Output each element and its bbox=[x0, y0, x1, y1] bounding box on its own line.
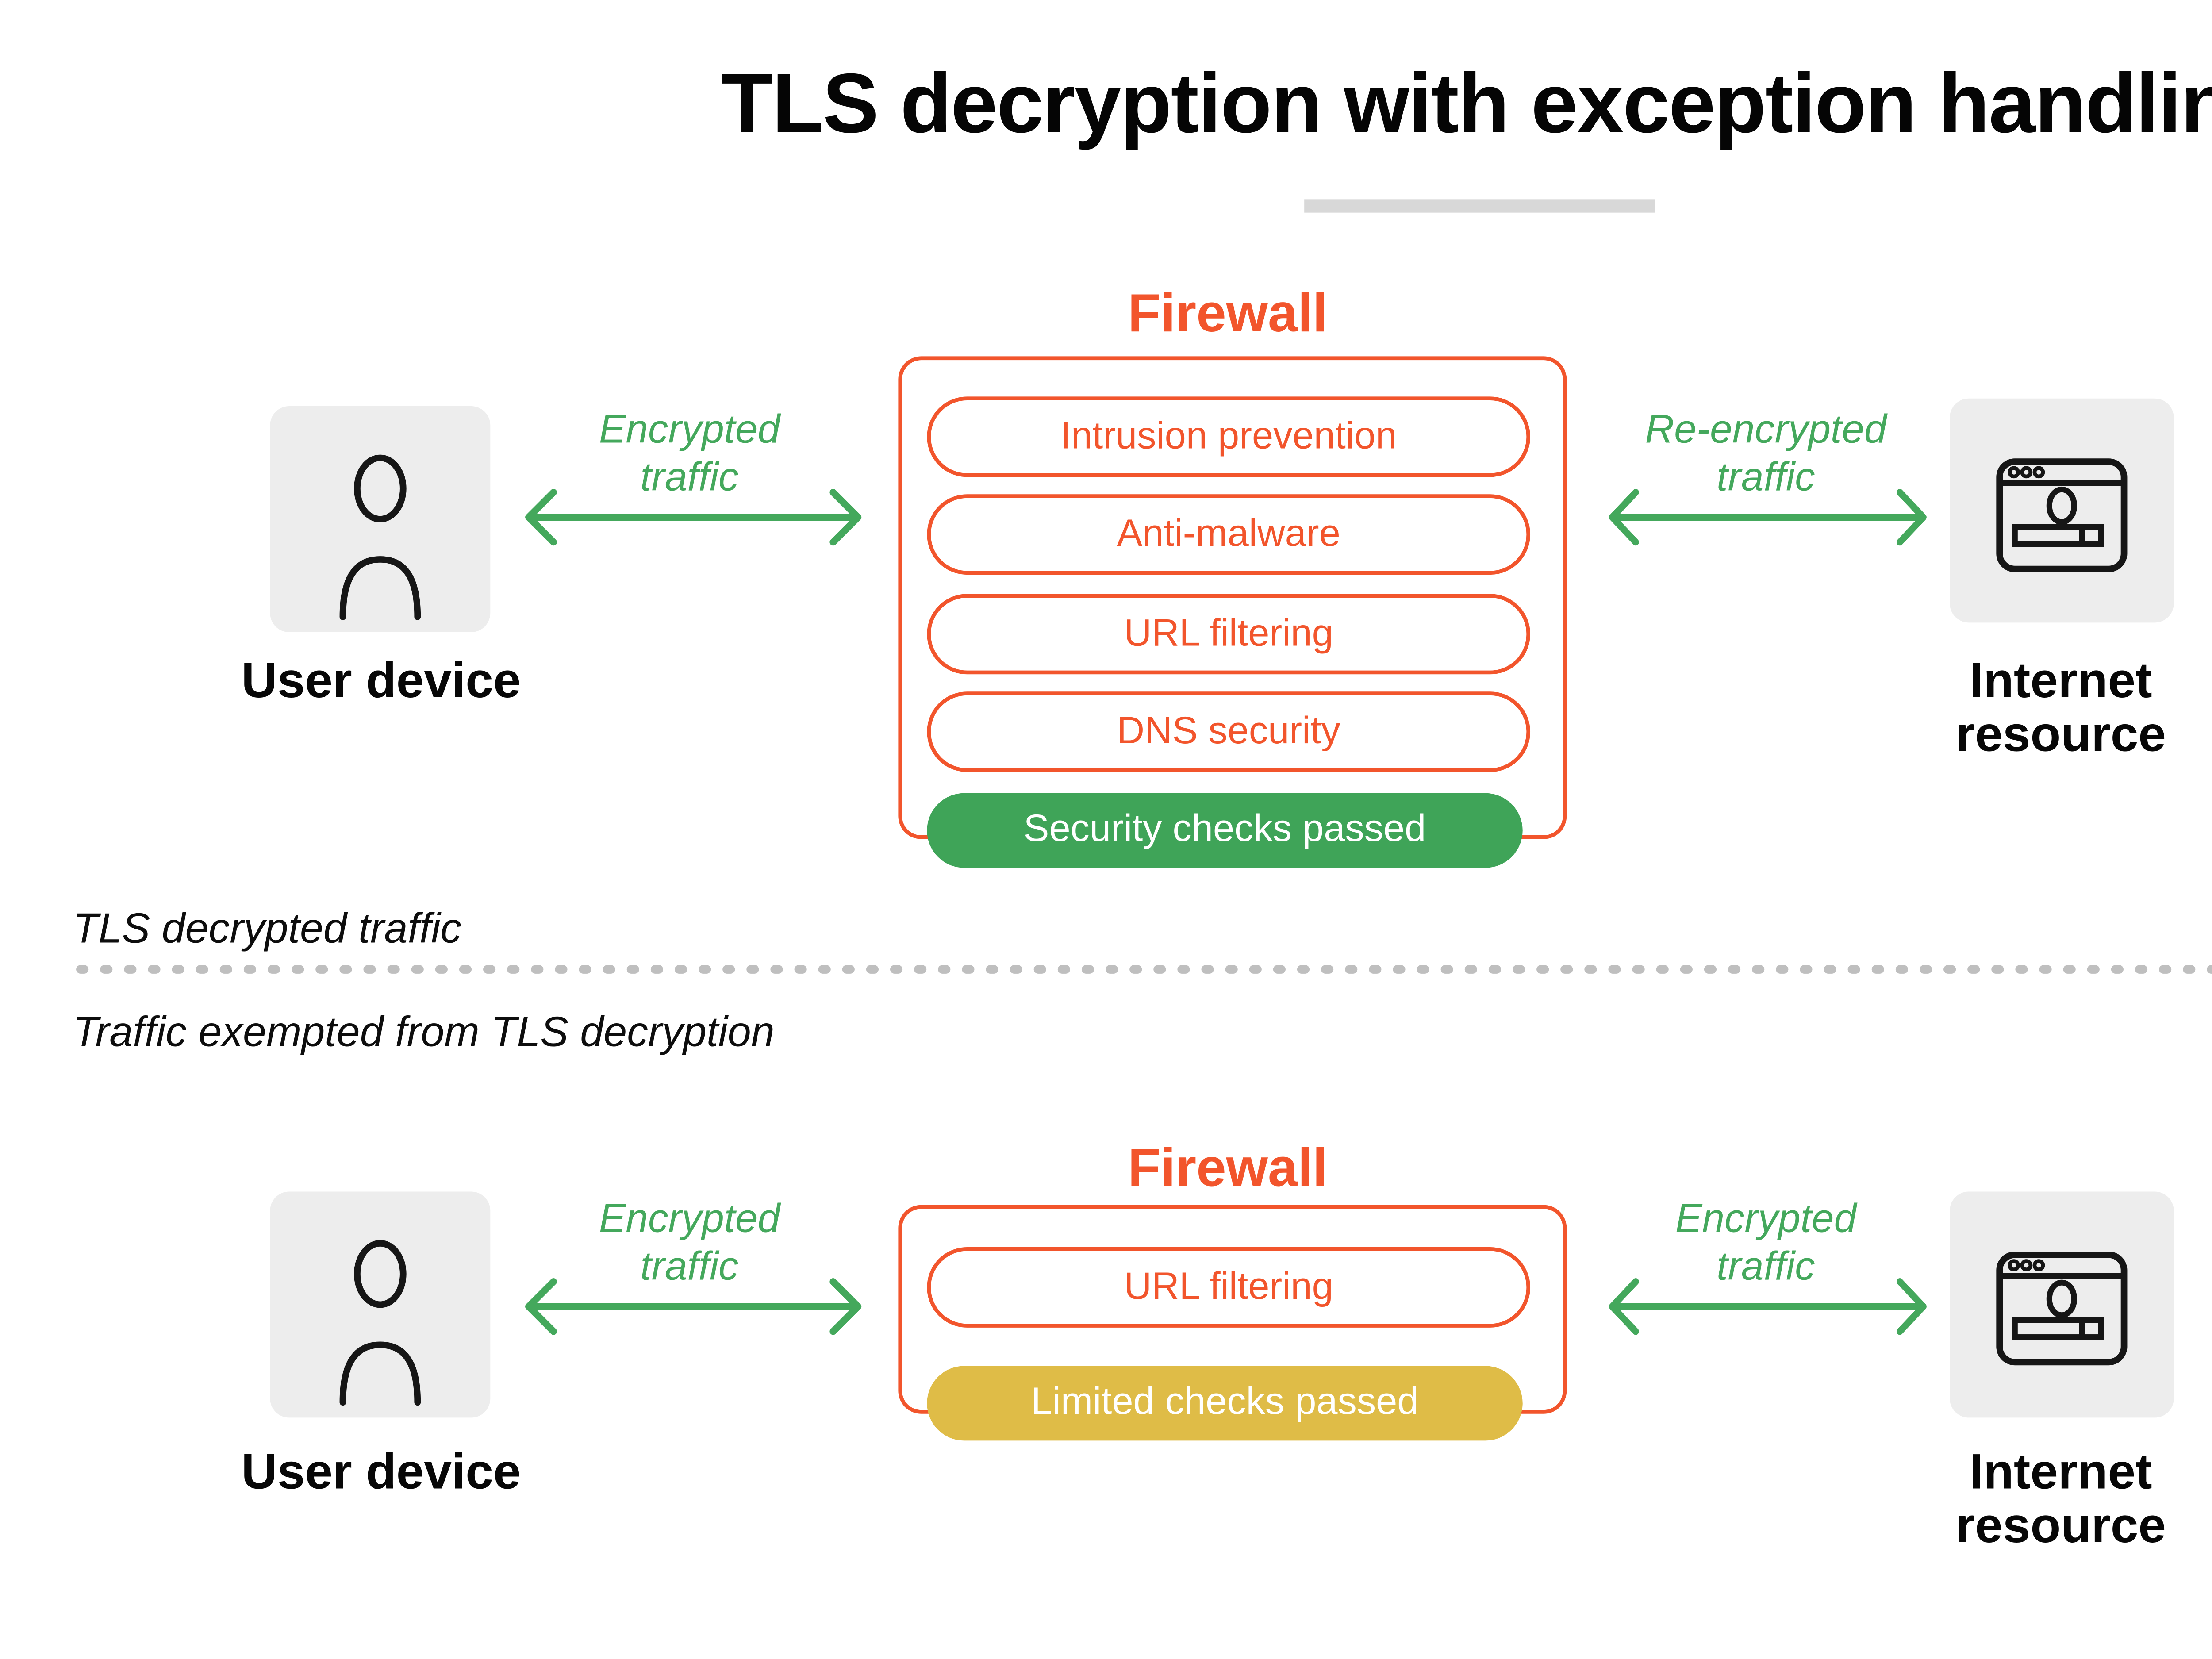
internet-resource-label: Internet resource bbox=[1955, 1442, 2166, 1554]
title-underline bbox=[1304, 199, 1655, 213]
firewall-check-pill: URL filtering bbox=[927, 1247, 1531, 1328]
double-arrow-icon bbox=[525, 489, 862, 546]
encrypted-traffic-label: Encrypted traffic bbox=[599, 1197, 780, 1290]
double-arrow-icon bbox=[1609, 1278, 1927, 1335]
firewall-heading: Firewall bbox=[1128, 1138, 1328, 1198]
double-arrow-icon bbox=[1609, 489, 1927, 546]
user-device-card bbox=[270, 1191, 491, 1418]
user-device-label: User device bbox=[241, 1442, 521, 1500]
person-icon bbox=[339, 454, 421, 620]
firewall-heading: Firewall bbox=[1128, 283, 1328, 343]
firewall-check-pill: Anti-malware bbox=[927, 494, 1531, 575]
security-status-badge: Security checks passed bbox=[927, 793, 1523, 868]
dotted-divider bbox=[76, 965, 2212, 974]
encrypted-traffic-label: Encrypted traffic bbox=[599, 408, 780, 500]
row-caption-exempted: Traffic exempted from TLS decryption bbox=[73, 1007, 775, 1056]
internet-resource-card bbox=[1950, 398, 2174, 623]
row-caption-decrypted: TLS decrypted traffic bbox=[73, 904, 462, 952]
internet-resource-card bbox=[1950, 1191, 2174, 1418]
person-icon bbox=[339, 1240, 421, 1406]
internet-resource-label: Internet resource bbox=[1955, 651, 2166, 763]
firewall-check-pill: DNS security bbox=[927, 691, 1531, 772]
user-device-label: User device bbox=[241, 651, 521, 709]
page-title: TLS decryption with exception handling bbox=[721, 57, 2212, 152]
re-encrypted-traffic-label: Re-encrypted traffic bbox=[1645, 408, 1887, 500]
firewall-check-pill: Intrusion prevention bbox=[927, 396, 1531, 477]
browser-icon bbox=[1996, 1251, 2128, 1366]
encrypted-traffic-label: Encrypted traffic bbox=[1675, 1197, 1857, 1290]
user-device-card bbox=[270, 406, 491, 632]
browser-icon bbox=[1996, 457, 2128, 572]
double-arrow-icon bbox=[525, 1278, 862, 1335]
limited-status-badge: Limited checks passed bbox=[927, 1366, 1523, 1441]
firewall-check-pill: URL filtering bbox=[927, 594, 1531, 675]
